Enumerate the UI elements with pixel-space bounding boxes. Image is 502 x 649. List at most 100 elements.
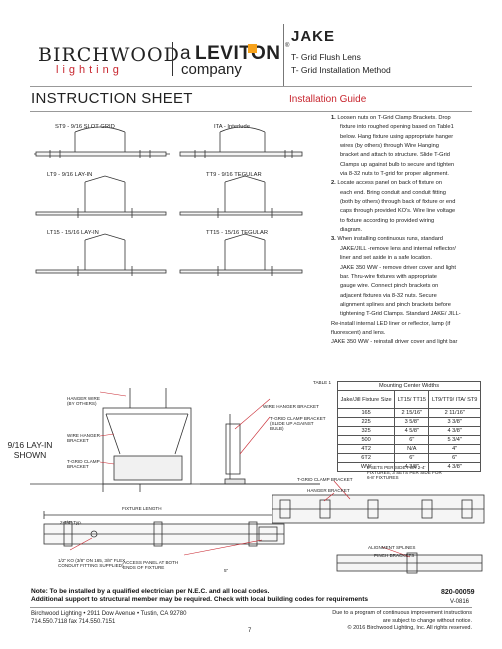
step-1-line: Clamps up against bulb to secure and tig… (340, 161, 455, 168)
diagram-label-lt15: LT15 - 15/16 LAY-IN (47, 230, 99, 236)
tgrid-clamp-bracket-label: T-GRID CLAMP BRACKET (67, 459, 100, 469)
step-3-line: gauge wire. Connect pinch brackets on (340, 283, 439, 290)
footer-address: Birchwood Lighting • 2911 Dow Avenue • T… (31, 610, 186, 626)
wire-hanger-bracket-label: WIRE HANGER BRACKET (67, 433, 100, 443)
ko-note-label: 1/2" KO (3/8" ON 165, 3/8" FLEX CONDUIT … (58, 558, 126, 568)
logo-divider (172, 42, 173, 76)
installation-guide-label: Installation Guide (289, 94, 367, 105)
diagram-label-ita: ITA - Interlude (214, 124, 250, 130)
table-caption: TABLE 1 (313, 380, 332, 385)
step-2-number: 2. (331, 180, 336, 187)
product-title: JAKE (291, 28, 336, 45)
document-number: 820-00059 (441, 589, 475, 596)
step-2-line: to fixture according to provided wiring (340, 217, 435, 224)
footer-disclaimer: Due to a program of continuous improveme… (312, 610, 472, 633)
birchwood-logo: BIRCHWOOD (38, 44, 180, 66)
tt15-diagram (179, 233, 303, 276)
ita-diagram (179, 126, 303, 158)
installation-steps: 1. Loosen nuts on T-Grid Clamp Brackets.… (331, 114, 499, 348)
diagram-label-tt9: TT9 - 9/16 TEGULAR (206, 172, 262, 178)
lt9-diagram (35, 175, 167, 218)
step-1-line: bracket and attach to structure. Slide T… (340, 152, 450, 159)
typ-dimension-label: 2-1/4" Typ. (60, 520, 82, 525)
diagram-label-tt15: TT15 - 15/16 TEGULAR (206, 230, 269, 236)
installation-notes: Note: To be installed by a qualified ele… (31, 588, 471, 604)
title-rule (30, 111, 472, 112)
footer-rule (30, 607, 472, 608)
page-number: 7 (248, 628, 252, 634)
step-2-line: (both by others) through back of fixture… (340, 199, 456, 206)
step-1-line: Loosen nuts on T-Grid Clamp Brackets. Dr… (337, 115, 451, 121)
step-2-line: diagram. (340, 227, 363, 234)
step-3-line: JAKE/JILL -remove lens and internal refl… (340, 245, 456, 252)
disclaimer-line-2: are subject to change without notice. (382, 617, 472, 624)
company-word: company (181, 61, 242, 78)
step-3-line: Re-install internal LED liner or reflect… (331, 320, 451, 327)
step-2: 2. Locate access panel on back of fixtur… (331, 179, 499, 235)
product-subtitle-1: T- Grid Flush Lens (291, 52, 361, 62)
diagram-label-lt9: LT9 - 9/16 LAY-IN (47, 172, 93, 178)
step-2-line: Locate access panel on back of fixture o… (337, 180, 442, 187)
step-3-line: alignment splines and pinch brackets bef… (340, 301, 451, 308)
table-header: LT15/ TT15 (394, 390, 430, 409)
leviton-orange-mark (248, 44, 257, 53)
callout-wire-hanger: WIRE HANGER BRACKET (263, 404, 319, 409)
alignment-splines-label: ALIGNMENT SPLINES (368, 545, 416, 550)
section-title: 9/16 LAY-IN SHOWN (6, 440, 54, 460)
step-3-line: fluorescent) and lens. (331, 329, 386, 336)
step-1-number: 1. (331, 115, 336, 121)
sets-note-label: 2 SETS PER SIDE FOR 2-4' FIXTURES, 3 SET… (367, 465, 442, 480)
lighting-wordmark: lighting (56, 64, 123, 76)
lt15-diagram (35, 233, 167, 276)
sheet-title: INSTRUCTION SHEET (31, 90, 193, 107)
leviton-logo: a LEVITON ® (180, 43, 289, 65)
table-title: Mounting Center Widths (337, 381, 481, 391)
step-2-line: each end. Bring conduit and conduit fitt… (340, 189, 446, 196)
step-3-line: tightening T-Grid Clamps. Standard JAKE/… (340, 311, 461, 318)
section-title-line2: SHOWN (13, 450, 47, 460)
product-subtitle-2: T- Grid Installation Method (291, 65, 391, 75)
fixture-length-label: FIXTURE LENGTH (122, 506, 162, 511)
leviton-registered-mark: ® (284, 43, 290, 49)
copyright-line: © 2016 Birchwood Lighting, Inc. All righ… (347, 625, 472, 631)
section-view-drawing (30, 388, 320, 492)
leviton-a: a (180, 43, 191, 64)
hanger-wire-label: HANGER WIRE (BY OTHERS) (67, 396, 100, 406)
hanger-bracket-detail-label: HANGER BRACKET (307, 488, 350, 493)
pinch-brackets-label: PINCH BRACKETS (374, 553, 415, 558)
header-rule (30, 86, 472, 87)
header-divider (283, 24, 284, 86)
mounting-widths-table: Mounting Center Widths Jake/Jill Fixture… (336, 381, 481, 472)
step-1-line: via 8-32 nuts to T-grid for proper align… (340, 171, 449, 178)
document-version: V-0816 (450, 599, 470, 605)
note-line-1: Note: To be installed by a qualified ele… (31, 588, 270, 595)
callout-clamp: T-GRID CLAMP BRACKET (SLIDE UP AGAINST B… (270, 416, 326, 431)
bracket-detail-drawing (272, 480, 485, 574)
step-3-line: When installing continuous runs, standar… (337, 236, 443, 243)
table-header: LT9/TT9/ ITA/ ST9 (428, 390, 481, 409)
step-3-number: 3. (331, 236, 336, 243)
tt9-diagram (179, 175, 303, 218)
disclaimer-line-1: Due to a program of continuous improveme… (332, 610, 472, 616)
step-1: 1. Loosen nuts on T-Grid Clamp Brackets.… (331, 114, 499, 179)
length-view-drawing (43, 511, 285, 556)
five-inch-label: 5" (224, 568, 229, 573)
section-title-line1: 9/16 LAY-IN (7, 440, 53, 450)
step-3-line: JAKE 350 WW - remove driver cover and li… (340, 264, 457, 271)
diagram-label-st9: ST9 - 9/16 SLOT GRID (55, 124, 115, 130)
step-1-line: below. Hang fixture using appropriate ha… (340, 133, 454, 140)
tgrid-clamp-detail-label: T-GRID CLAMP BRACKET (297, 477, 353, 482)
address-line-1: Birchwood Lighting • 2911 Dow Avenue • T… (31, 611, 187, 617)
leviton-name: LEVITON (195, 43, 281, 64)
step-3-line: bar. Thru-wire fixtures with appropriate (340, 273, 437, 280)
step-3-line: adjacent fixtures via 8-32 nuts. Secure (340, 292, 437, 299)
step-3-line: JAKE 350 WW - reinstall driver cover and… (331, 339, 458, 346)
st9-diagram (34, 126, 170, 158)
